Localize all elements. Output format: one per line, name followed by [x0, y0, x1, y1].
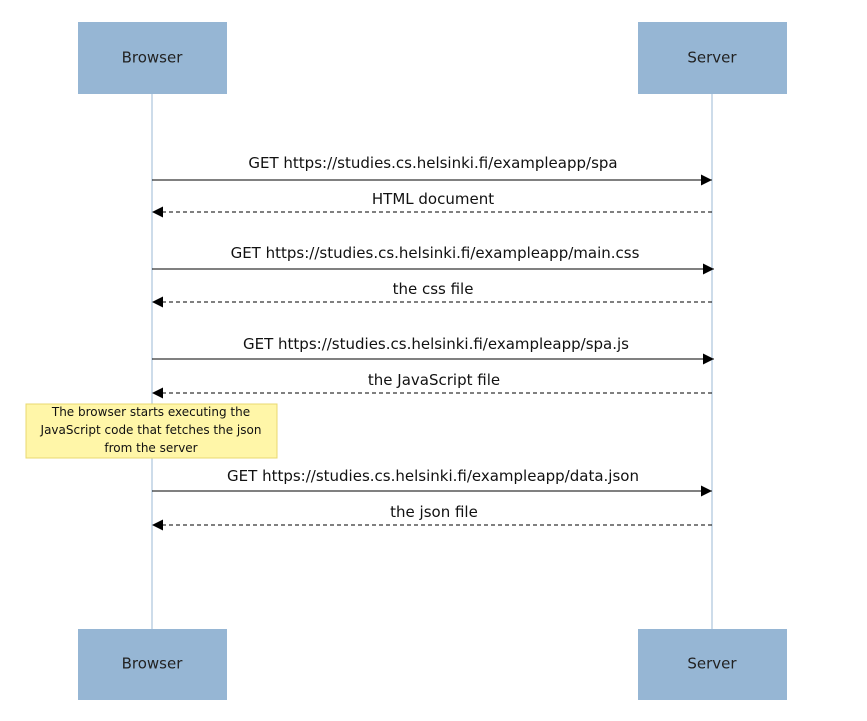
message-7-label: GET https://studies.cs.helsinki.fi/examp…: [227, 467, 639, 485]
browser-actor-bottom-label: Browser: [122, 655, 184, 673]
server-actor-bottom: Server: [638, 629, 787, 700]
note-box: The browser starts executing the JavaScr…: [25, 403, 278, 459]
message-4-label: the css file: [393, 280, 474, 298]
message-1: GET https://studies.cs.helsinki.fi/examp…: [152, 154, 712, 186]
note-line-1: The browser starts executing the: [51, 405, 250, 419]
message-7: GET https://studies.cs.helsinki.fi/examp…: [152, 467, 712, 497]
note-line-2: JavaScript code that fetches the json: [40, 423, 262, 437]
note-line-3: from the server: [104, 441, 197, 455]
message-8-label: the json file: [390, 503, 478, 521]
message-3-label: GET https://studies.cs.helsinki.fi/examp…: [231, 244, 640, 262]
message-8: the json file: [152, 503, 712, 531]
message-2-label: HTML document: [372, 190, 494, 208]
message-5-label: GET https://studies.cs.helsinki.fi/examp…: [243, 335, 629, 353]
server-actor-top-label: Server: [687, 49, 737, 67]
message-2: HTML document: [152, 190, 712, 218]
message-4: the css file: [152, 280, 712, 308]
message-6: the JavaScript file: [152, 371, 712, 399]
message-3: GET https://studies.cs.helsinki.fi/examp…: [152, 244, 714, 275]
server-actor-bottom-label: Server: [687, 655, 737, 673]
message-5: GET https://studies.cs.helsinki.fi/examp…: [152, 335, 714, 365]
browser-actor-bottom: Browser: [78, 629, 227, 700]
browser-actor-top: Browser: [78, 22, 227, 94]
message-1-label: GET https://studies.cs.helsinki.fi/examp…: [248, 154, 617, 172]
server-actor-top: Server: [638, 22, 787, 94]
browser-actor-top-label: Browser: [122, 49, 184, 67]
message-6-label: the JavaScript file: [368, 371, 500, 389]
